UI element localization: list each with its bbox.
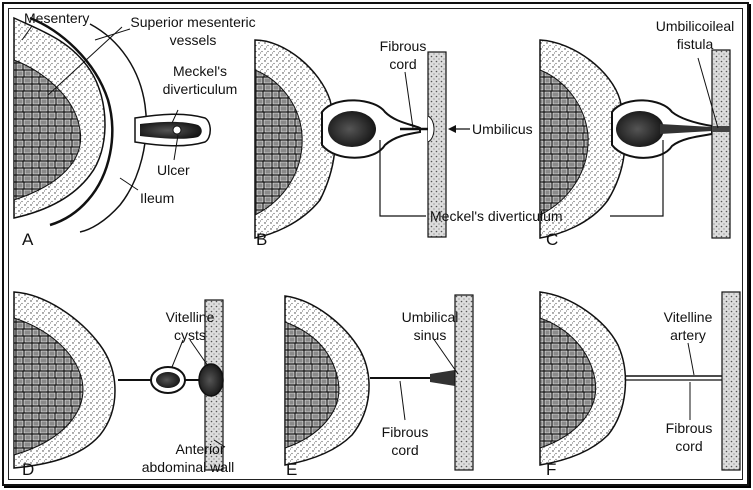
label-vitelline-cysts-2: cysts	[174, 327, 206, 343]
panel-a-art	[13, 16, 211, 233]
panel-f-art	[539, 291, 741, 471]
label-umbilical-sinus-1: Umbilical	[401, 309, 459, 325]
label-superior-mesenteric-1: Superior mesenteric	[130, 14, 256, 30]
label-vitelline-cysts-1: Vitelline	[165, 309, 215, 325]
label-umbilicoileal-2: fistula	[676, 36, 714, 52]
label-anterior-wall-1: Anterior	[175, 441, 225, 457]
label-umbilicus: Umbilicus	[472, 121, 533, 137]
label-anterior-wall-2: abdominal wall	[141, 459, 235, 475]
label-meckel-bc: Meckel's diverticulum	[430, 208, 563, 224]
outer-border	[2, 2, 749, 486]
panel-letter-b: B	[256, 230, 268, 249]
label-umbilicoileal-1: Umbilicoileal	[655, 18, 735, 34]
label-ileum: Ileum	[140, 190, 175, 206]
label-fibrous-b-2: cord	[389, 56, 417, 72]
panel-b-art	[254, 39, 470, 239]
label-ulcer: Ulcer	[157, 162, 190, 178]
panel-c-art	[539, 39, 731, 239]
label-fibrous-e-1: Fibrous	[381, 424, 429, 440]
panel-d-art	[13, 291, 226, 471]
panel-letter-a: A	[22, 230, 34, 249]
panel-e-art	[284, 294, 474, 471]
label-fibrous-b-1: Fibrous	[379, 38, 427, 54]
label-meckel-a-2: diverticulum	[162, 81, 238, 97]
panel-letter-f: F	[546, 460, 557, 479]
panel-letter-c: C	[546, 230, 559, 249]
label-umbilical-sinus-2: sinus	[413, 327, 447, 343]
label-fibrous-e-2: cord	[391, 442, 419, 458]
inner-border	[8, 8, 743, 480]
label-fibrous-f-1: Fibrous	[665, 420, 713, 436]
panel-letter-e: E	[286, 460, 298, 479]
label-vitelline-artery-2: artery	[670, 327, 706, 343]
label-meckel-a-1: Meckel's	[172, 63, 228, 79]
label-fibrous-f-2: cord	[675, 438, 703, 454]
meckel-bracket	[379, 140, 664, 217]
panel-letter-d: D	[22, 460, 35, 479]
label-vitelline-artery-1: Vitelline	[663, 309, 713, 325]
label-superior-mesenteric-2: vessels	[169, 32, 217, 48]
label-mesentery: Mesentery	[24, 10, 90, 26]
